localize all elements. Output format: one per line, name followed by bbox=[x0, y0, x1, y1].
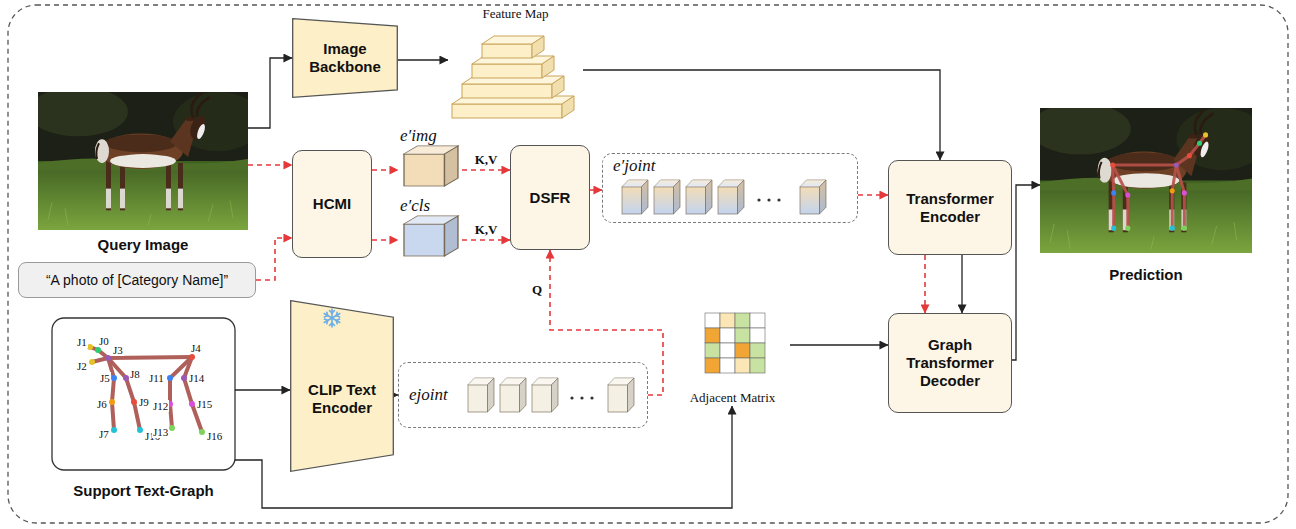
flow-arrow bbox=[924, 255, 926, 313]
flow-arrow bbox=[583, 70, 940, 160]
joint-label: J1 bbox=[76, 336, 88, 348]
image-backbone: Image Backbone bbox=[292, 18, 398, 98]
flow-arrow bbox=[372, 239, 398, 241]
hcmi-module-label: HCMI bbox=[313, 195, 351, 213]
dsfr-module-label: DSFR bbox=[530, 189, 571, 207]
flow-arrow bbox=[858, 194, 888, 196]
flow-arrow bbox=[248, 164, 292, 166]
clip-text-encoder: CLIP Text Encoder bbox=[290, 300, 394, 472]
joint-label: J16 bbox=[206, 430, 223, 442]
joint-label: J8 bbox=[129, 368, 141, 380]
adjacency-grid bbox=[705, 313, 765, 373]
flow-arrow bbox=[256, 238, 292, 280]
frozen-icon bbox=[324, 309, 340, 327]
joint-label: J7 bbox=[98, 428, 110, 440]
joint-label: J11 bbox=[148, 372, 165, 384]
outer-frame bbox=[8, 5, 1288, 523]
flow-arrow bbox=[550, 250, 663, 395]
joint-label: J5 bbox=[99, 372, 111, 384]
support-graph-label: Support Text-Graph bbox=[73, 482, 214, 500]
clip-text-encoder-label: CLIP Text Encoder bbox=[290, 381, 394, 417]
flow-arrow bbox=[1012, 185, 1040, 360]
query-photo bbox=[28, 87, 263, 230]
dsfr-module: DSFR bbox=[510, 145, 590, 250]
feature-map: Feature Map bbox=[448, 6, 583, 128]
prediction-photo bbox=[1030, 103, 1267, 253]
flow-arrow bbox=[590, 189, 602, 191]
joint-label: J3 bbox=[112, 344, 124, 356]
embedding-cubes bbox=[404, 146, 826, 412]
flow-arrow bbox=[372, 169, 398, 171]
joint-text-embeddings-label: ejoint bbox=[409, 385, 448, 405]
joint-label: J13 bbox=[152, 426, 169, 438]
query-image-label: Query Image bbox=[98, 236, 189, 254]
joint-label: J2 bbox=[76, 360, 88, 372]
joint-label: J12 bbox=[152, 400, 169, 412]
flow-arrow bbox=[961, 255, 962, 313]
joint-label: J6 bbox=[96, 398, 108, 410]
joint-embeddings: e′joint bbox=[602, 153, 858, 223]
image-embedding-label: e′img bbox=[400, 126, 437, 146]
class-embedding: e′cls bbox=[398, 196, 462, 258]
encoder-shape bbox=[293, 19, 398, 98]
graph-transformer-decoder: Graph Transformer Decoder bbox=[888, 313, 1012, 413]
transformer-encoder: Transformer Encoder bbox=[888, 160, 1012, 255]
feature-map-label: Feature Map bbox=[482, 6, 548, 22]
encoder-shape bbox=[291, 301, 394, 472]
joint-label: J15 bbox=[196, 398, 213, 410]
flow-arrow bbox=[248, 58, 292, 128]
edge-label: K,V bbox=[473, 223, 500, 237]
text-prompt-label: “A photo of [Category Name]” bbox=[46, 272, 228, 288]
adjacency-matrix-label: Adjacent Matrix bbox=[690, 390, 776, 406]
prediction-image: Prediction bbox=[1040, 108, 1252, 284]
joint-label: J9 bbox=[138, 396, 150, 408]
edge-label: Q bbox=[530, 283, 544, 297]
adjacency-matrix: Adjacent Matrix bbox=[675, 310, 790, 406]
joint-embeddings-label: e′joint bbox=[613, 156, 655, 176]
flow-arrow bbox=[235, 389, 290, 390]
joint-label: J14 bbox=[188, 372, 205, 384]
image-embedding: e′img bbox=[398, 126, 462, 188]
joint-label: J4 bbox=[190, 342, 202, 354]
prediction-image-label: Prediction bbox=[1109, 266, 1182, 284]
feature-stack bbox=[452, 36, 574, 118]
joint-text-embeddings: ejoint bbox=[398, 362, 648, 428]
hcmi-module: HCMI bbox=[292, 150, 372, 258]
class-embedding-label: e′cls bbox=[400, 196, 430, 216]
edge-label: K,V bbox=[473, 153, 500, 167]
flow-arrow bbox=[398, 59, 448, 60]
text-prompt: “A photo of [Category Name]” bbox=[18, 262, 256, 298]
transformer-encoder-label: Transformer Encoder bbox=[889, 190, 1011, 226]
image-backbone-label: Image Backbone bbox=[292, 40, 398, 76]
flow-arrow bbox=[462, 169, 510, 171]
graph-transformer-decoder-label: Graph Transformer Decoder bbox=[889, 336, 1011, 390]
joint-label: J0 bbox=[98, 335, 110, 347]
support-graph-art bbox=[52, 318, 235, 470]
query-image: Query Image bbox=[38, 92, 248, 254]
flow-arrow bbox=[790, 344, 888, 345]
flow-arrow bbox=[462, 239, 510, 241]
